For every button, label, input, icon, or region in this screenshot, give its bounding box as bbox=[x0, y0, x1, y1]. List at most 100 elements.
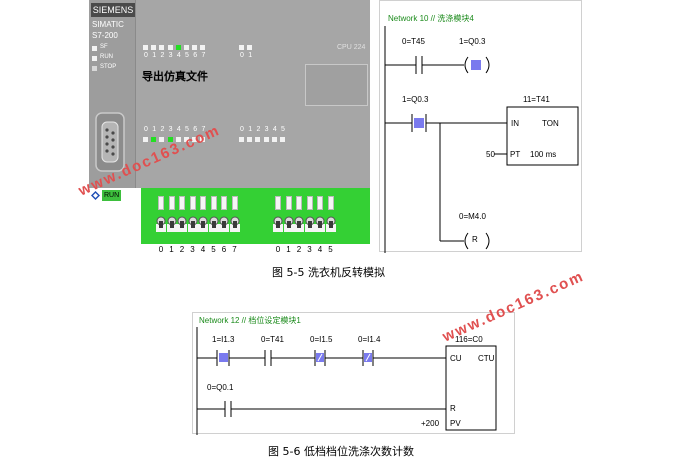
timer-type: TON bbox=[542, 119, 559, 128]
input-led-5 bbox=[184, 137, 189, 142]
switch-number-6: 6 bbox=[221, 245, 227, 254]
timer-unit: 100 ms bbox=[530, 150, 557, 159]
contact-t41-label: 0=T41 bbox=[261, 335, 284, 344]
counter-pv-value: +200 bbox=[421, 419, 440, 428]
reset-coil-letter: R bbox=[472, 235, 478, 244]
input-led-11 bbox=[263, 137, 269, 142]
network-12-title: Network 12 // 档位设定模块1 bbox=[199, 316, 301, 325]
output-led-9 bbox=[247, 45, 253, 50]
network-10-title: Network 10 // 洗涤模块4 bbox=[388, 14, 474, 23]
timer-t41-label: 11=T41 bbox=[523, 95, 550, 104]
input-number-10: 2 bbox=[256, 126, 261, 133]
switch-terminal bbox=[221, 196, 227, 210]
input-led-8 bbox=[239, 137, 244, 142]
input-switch-7-icon[interactable] bbox=[229, 215, 240, 232]
coil-active-marker bbox=[471, 60, 481, 70]
input-number-11: 3 bbox=[264, 126, 269, 133]
input-switch-12-icon[interactable] bbox=[315, 215, 325, 232]
switch-number-5: 5 bbox=[211, 245, 216, 254]
input-switch-0-icon[interactable] bbox=[156, 215, 166, 232]
contact-q03-label: 1=Q0.3 bbox=[402, 95, 429, 104]
output-led-8 bbox=[239, 45, 244, 50]
input-led-0 bbox=[143, 137, 148, 142]
switch-number-4: 4 bbox=[200, 245, 206, 254]
output-number-8: 0 bbox=[240, 52, 244, 59]
output-led-5 bbox=[184, 45, 189, 50]
output-number-1: 1 bbox=[152, 52, 157, 59]
input-number-9: 1 bbox=[248, 126, 253, 133]
output-led-3 bbox=[167, 45, 173, 50]
input-switch-4-icon[interactable] bbox=[198, 215, 208, 232]
input-number-12: 4 bbox=[272, 126, 277, 133]
run-led bbox=[92, 56, 97, 61]
cpu-label: CPU 224 bbox=[337, 44, 366, 51]
input-switch-11-icon[interactable] bbox=[304, 215, 315, 232]
counter-type: CTU bbox=[478, 354, 495, 363]
input-number-6: 6 bbox=[193, 126, 198, 133]
run-status-badge[interactable]: RUN bbox=[91, 190, 122, 201]
switch-terminal bbox=[200, 196, 206, 210]
run-label: RUN bbox=[100, 54, 113, 60]
input-number-0: 0 bbox=[144, 126, 148, 133]
input-switch-1-icon[interactable] bbox=[166, 215, 177, 232]
input-number-2: 2 bbox=[160, 126, 165, 133]
sf-led bbox=[92, 46, 97, 51]
switch-terminal bbox=[317, 196, 323, 210]
counter-pv-pin: PV bbox=[450, 419, 461, 428]
output-led-4 bbox=[175, 45, 181, 50]
input-led-12 bbox=[271, 137, 277, 142]
output-led-2 bbox=[159, 45, 165, 50]
input-switch-9-icon[interactable] bbox=[283, 215, 294, 232]
output-number-2: 2 bbox=[160, 52, 165, 59]
contact-t45-label: 0=T45 bbox=[402, 37, 425, 46]
input-switch-13-icon[interactable] bbox=[325, 215, 336, 232]
output-number-9: 1 bbox=[248, 52, 253, 59]
stop-led bbox=[92, 66, 97, 71]
input-number-5: 5 bbox=[185, 126, 189, 133]
switch-terminal bbox=[179, 196, 185, 210]
ladder-network-10: Network 10 // 洗涤模块4 0=T45 1=Q0.3 1=Q0.3 … bbox=[379, 0, 582, 253]
input-led-3 bbox=[167, 137, 173, 142]
input-switch-6-icon[interactable] bbox=[219, 215, 229, 232]
output-led-7 bbox=[200, 45, 206, 50]
input-switch-10-icon[interactable] bbox=[294, 215, 304, 232]
input-led-9 bbox=[247, 137, 253, 142]
switch-terminal bbox=[189, 196, 196, 210]
input-switch-3-icon[interactable] bbox=[187, 215, 198, 232]
counter-r-pin: R bbox=[450, 404, 456, 413]
coil-q03-label: 1=Q0.3 bbox=[459, 37, 486, 46]
switch-number-9: 1 bbox=[286, 245, 291, 254]
output-number-4: 4 bbox=[176, 52, 181, 59]
export-simulation-button[interactable]: 导出仿真文件 bbox=[142, 70, 208, 83]
output-number-6: 6 bbox=[193, 52, 198, 59]
switch-number-7: 7 bbox=[232, 245, 237, 254]
output-number-0: 0 bbox=[144, 52, 148, 59]
figure-5-5-caption: 图 5-5 洗衣机反转模拟 bbox=[272, 266, 385, 279]
switch-number-2: 2 bbox=[179, 245, 185, 254]
input-number-1: 1 bbox=[152, 126, 157, 133]
timer-pt-value: 50 bbox=[486, 150, 495, 159]
switch-terminal bbox=[231, 196, 238, 210]
switch-terminal bbox=[285, 196, 292, 210]
switch-terminal bbox=[275, 196, 281, 210]
output-led-6 bbox=[192, 45, 198, 50]
output-led-1 bbox=[151, 45, 157, 50]
run-badge-label: RUN bbox=[102, 190, 122, 201]
input-number-7: 7 bbox=[201, 126, 206, 133]
switch-terminal bbox=[168, 196, 175, 210]
input-switch-8-icon[interactable] bbox=[273, 215, 283, 232]
output-number-5: 5 bbox=[185, 52, 189, 59]
switch-terminal bbox=[158, 196, 164, 210]
switch-number-13: 5 bbox=[328, 245, 333, 254]
input-switch-5-icon[interactable] bbox=[208, 215, 219, 232]
counter-cu-pin: CU bbox=[450, 354, 462, 363]
input-switch-2-icon[interactable] bbox=[177, 215, 187, 232]
input-led-13 bbox=[280, 137, 285, 142]
input-number-3: 3 bbox=[168, 126, 173, 133]
contact-i13-marker bbox=[219, 353, 228, 362]
ladder-network-12: Network 12 // 档位设定模块1 1=I1.3 0=T41 0=I1.… bbox=[192, 312, 515, 435]
plc-model-code: S7-200 bbox=[92, 31, 118, 40]
contact-i15-label: 0=I1.5 bbox=[310, 335, 333, 344]
input-led-1 bbox=[151, 137, 157, 142]
contact-i13-label: 1=I1.3 bbox=[212, 335, 235, 344]
